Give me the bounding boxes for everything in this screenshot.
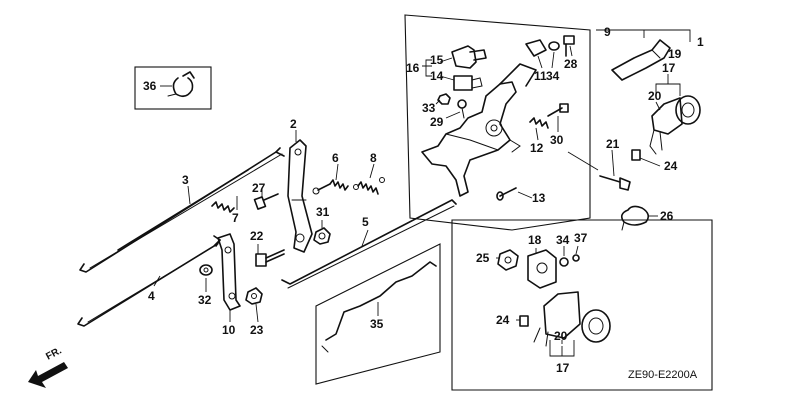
clamp-36 [167, 71, 195, 98]
washer-34-lower [559, 257, 569, 267]
lever-2 [287, 139, 313, 253]
callout-numbers: 1 9 19 36 2 3 4 5 6 8 7 27 22 31 32 10 2… [143, 25, 704, 375]
bolt-27 [253, 193, 279, 210]
callout-12: 12 [530, 141, 544, 155]
callout-27: 27 [252, 181, 266, 195]
callout-26: 26 [660, 209, 674, 223]
callout-36: 36 [143, 79, 157, 93]
callout-8: 8 [370, 151, 377, 165]
nut-31 [313, 227, 331, 245]
callout-34-top: 34 [546, 69, 560, 83]
bracket-10 [217, 233, 241, 311]
callout-18: 18 [528, 233, 542, 247]
callout-22: 22 [250, 229, 264, 243]
plate-18 [527, 249, 557, 289]
callout-9: 9 [604, 25, 611, 39]
front-direction-label: FR. [44, 345, 64, 362]
spring-6 [312, 179, 349, 195]
callout-23: 23 [250, 323, 264, 337]
callout-24-lower: 24 [496, 313, 510, 327]
switch-assembly-frame [451, 219, 713, 391]
nut-33 [437, 93, 451, 105]
bolt-24-lower [519, 315, 529, 327]
control-assembly-frame [404, 14, 591, 231]
bolt-21 [599, 175, 631, 191]
wire-35 [321, 261, 437, 353]
callout-2: 2 [290, 117, 297, 131]
diagram-code: ZE90-E2200A [628, 369, 698, 381]
cover-plate-19 [611, 39, 671, 81]
plate-11 [525, 39, 547, 57]
leader-lines [153, 29, 691, 357]
callout-5: 5 [362, 215, 369, 229]
pin-13 [496, 187, 517, 201]
switch-15 [451, 45, 487, 69]
rod-5 [281, 199, 457, 289]
callout-6: 6 [332, 151, 339, 165]
item-35-frame [315, 243, 441, 385]
callout-35: 35 [370, 317, 384, 331]
switch-14 [453, 75, 483, 91]
item-36-frame [134, 66, 212, 110]
switch-17-upper [649, 95, 701, 155]
callout-14: 14 [430, 69, 444, 83]
bolt-22 [255, 249, 285, 267]
callout-3: 3 [182, 173, 189, 187]
washer-32 [199, 264, 213, 276]
callout-25: 25 [476, 251, 490, 265]
rod-3 [79, 147, 285, 273]
callout-11: 11 [534, 69, 547, 83]
spring-8 [353, 177, 385, 195]
screw-29 [457, 99, 467, 119]
callout-20-lower: 20 [554, 329, 568, 343]
clamp-26 [620, 205, 650, 231]
callout-24-upper: 24 [664, 159, 678, 173]
nut-25 [497, 249, 519, 271]
bolt-23 [245, 287, 263, 305]
bolt-30 [547, 103, 569, 117]
washer-34-top [548, 41, 560, 51]
callout-20-upper: 20 [648, 89, 662, 103]
bolt-28 [563, 35, 575, 57]
callout-4: 4 [148, 289, 155, 303]
rod-4 [77, 235, 221, 327]
callout-13: 13 [532, 191, 546, 205]
callout-17-upper: 17 [662, 61, 676, 75]
callout-15: 15 [430, 53, 444, 67]
screw-37 [572, 254, 580, 262]
control-base-assembly [421, 63, 537, 197]
callout-32: 32 [198, 293, 212, 307]
callout-28: 28 [564, 57, 578, 71]
callout-21: 21 [606, 137, 620, 151]
callout-29: 29 [430, 115, 444, 129]
callout-10: 10 [222, 323, 236, 337]
callout-7: 7 [232, 211, 239, 225]
front-arrow-icon [28, 362, 68, 388]
callout-31: 31 [316, 205, 330, 219]
callout-17-lower: 17 [556, 361, 570, 375]
bolt-24-upper [631, 149, 641, 161]
callout-34-lower: 34 [556, 233, 570, 247]
spring-12 [529, 117, 549, 129]
callout-30: 30 [550, 133, 564, 147]
switch-20-lower [533, 291, 611, 347]
callout-19: 19 [668, 47, 682, 61]
callout-16: 16 [406, 61, 420, 75]
callout-1: 1 [697, 35, 704, 49]
callout-37: 37 [574, 231, 588, 245]
callout-33: 33 [422, 101, 436, 115]
